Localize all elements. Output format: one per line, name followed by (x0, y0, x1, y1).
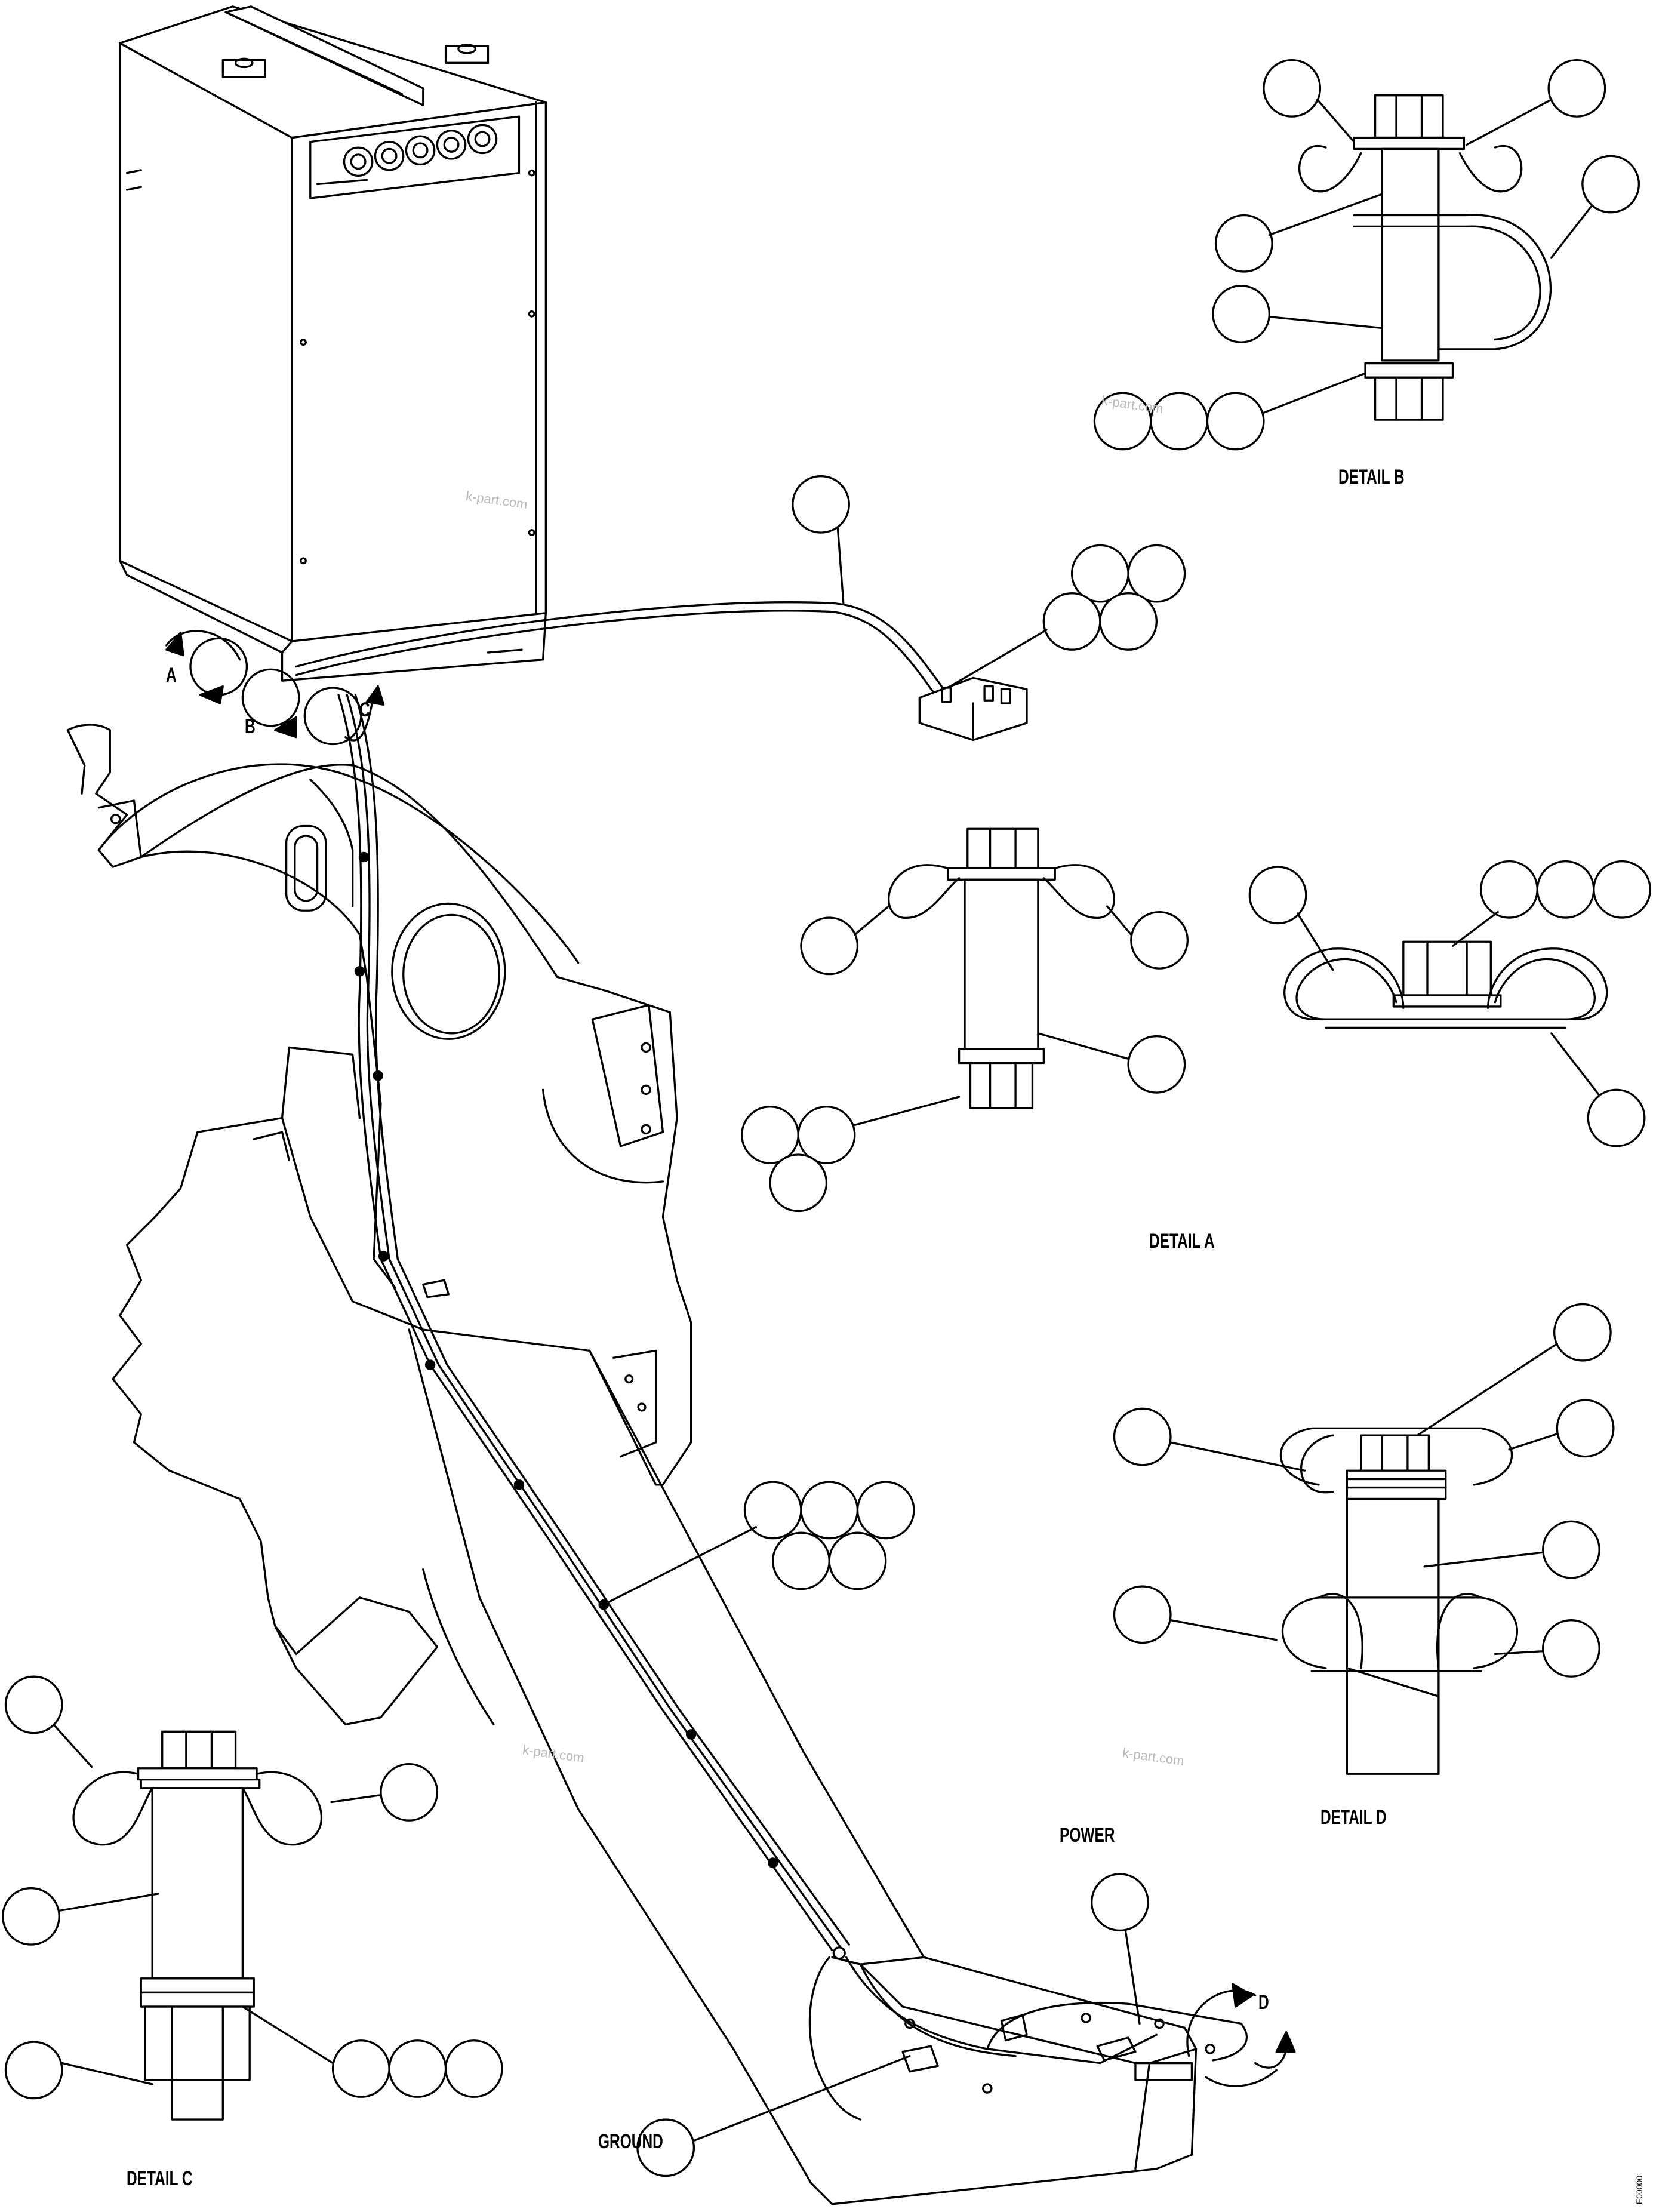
view-a-label: A (166, 664, 177, 687)
view-d-label: D (1258, 1991, 1269, 2014)
detail-a-drawing (888, 827, 1115, 1109)
detail-a-label: DETAIL A (1149, 1230, 1215, 1253)
detail-b-drawing (1298, 94, 1552, 421)
view-b-label: B (245, 715, 256, 738)
view-callout-circles (165, 630, 1288, 2087)
drawing-code: E00000 (1634, 2175, 1645, 2205)
view-c-label: C (359, 699, 370, 721)
mounting-bracket (918, 676, 1028, 742)
callout-circles (2, 59, 1651, 2177)
ground-label: GROUND (598, 2130, 663, 2153)
detail-d-drawing (1279, 1427, 1518, 1775)
view-arrows[interactable] (165, 632, 1296, 2053)
detail-b-label: DETAIL B (1338, 466, 1405, 488)
boom-arm (408, 1328, 1198, 2205)
hose-bundle (337, 694, 1248, 2094)
leader-lines (53, 99, 1600, 2142)
detail-saddle-clip (1283, 940, 1608, 1029)
loader-boom (66, 724, 692, 1726)
power-label: POWER (1060, 1824, 1115, 1847)
control-box (119, 5, 547, 682)
cable-run-upper (295, 601, 949, 702)
detail-d-label: DETAIL D (1320, 1806, 1387, 1829)
detail-c-drawing (72, 1730, 323, 2121)
detail-c-label: DETAIL C (127, 2167, 193, 2190)
